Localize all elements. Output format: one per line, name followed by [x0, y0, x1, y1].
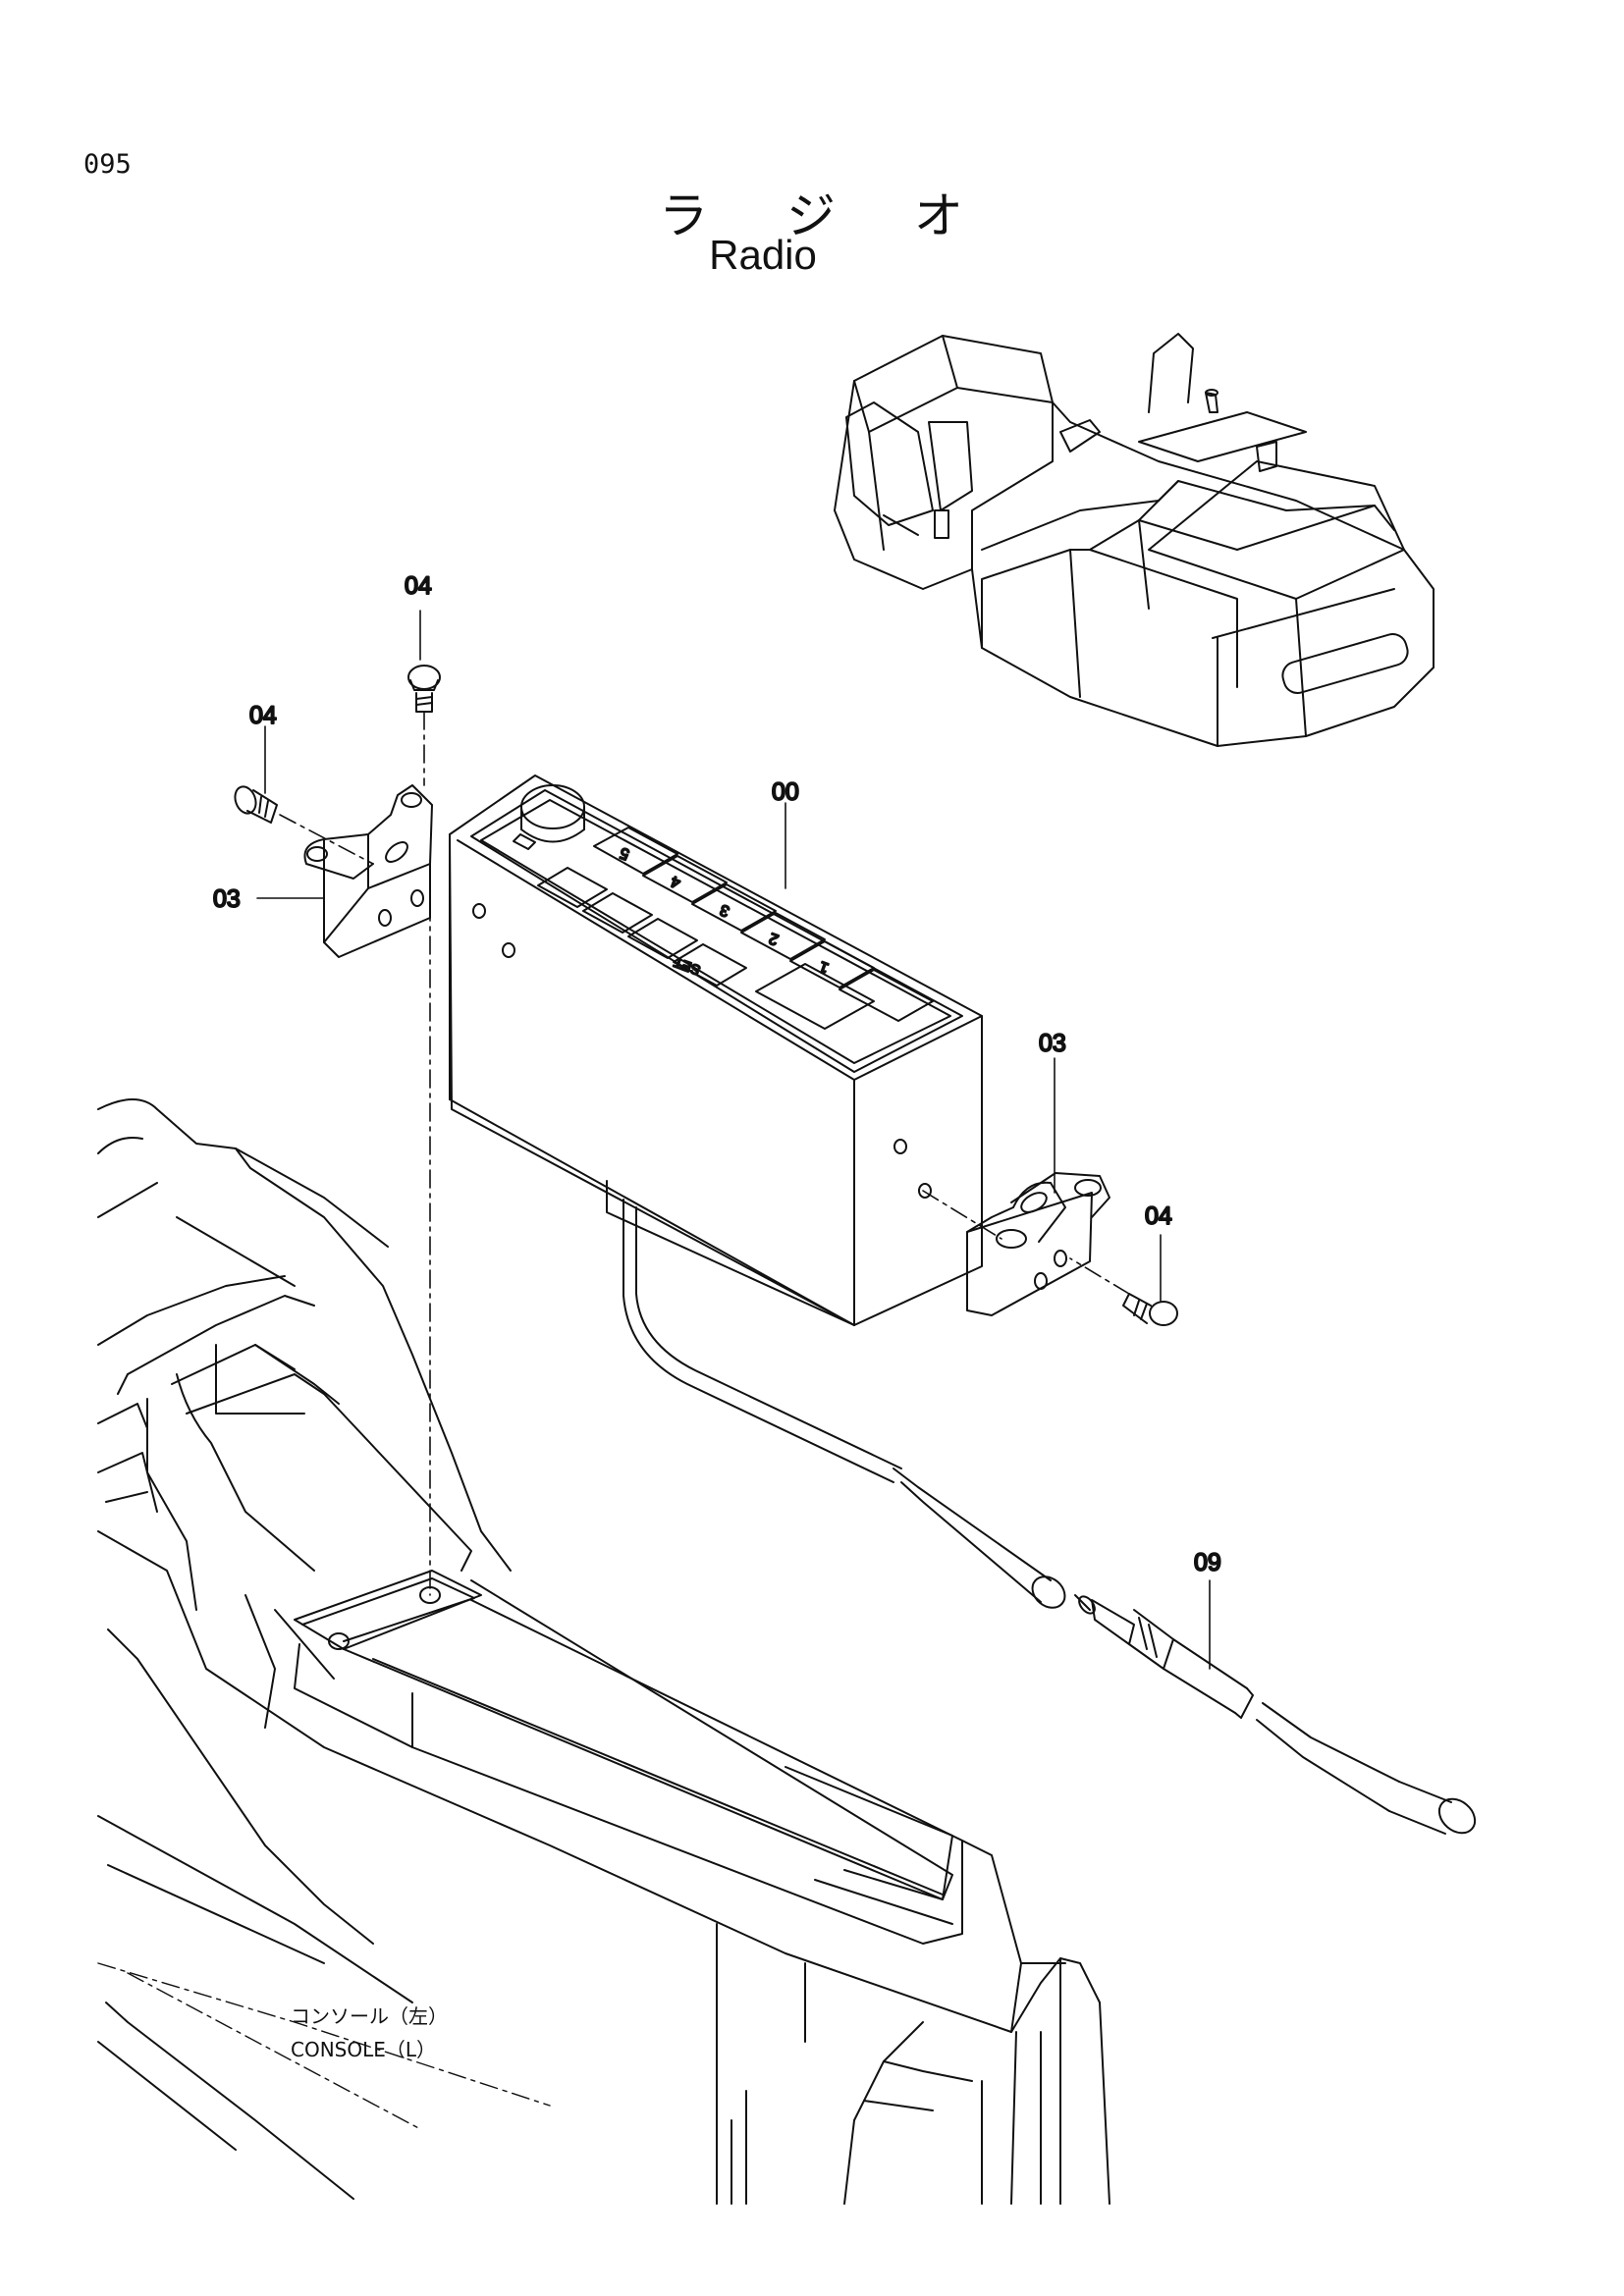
button-label: 3 — [718, 901, 731, 920]
page-number: 095 — [83, 149, 132, 180]
title-japanese: ラ ジ オ — [0, 177, 1624, 247]
title-jp-char: ラ — [659, 187, 711, 244]
radio-button-labels: 5 4 3 2 1 SET — [617, 843, 832, 980]
callout-screw-right: 04 — [1145, 1202, 1172, 1230]
callout-bracket-left: 03 — [213, 885, 241, 913]
console-centerlines — [97, 1962, 551, 2131]
button-label: 5 — [618, 844, 631, 863]
button-label: 4 — [669, 873, 682, 891]
assembly-centerlines — [279, 711, 1130, 1596]
bracket-left — [303, 784, 433, 958]
preset-buttons — [593, 827, 934, 1022]
callout-bracket-right: 03 — [1039, 1030, 1066, 1057]
screw-left — [234, 785, 278, 824]
callout-screw-top: 04 — [405, 572, 432, 600]
title-english: Radio — [709, 232, 817, 278]
console-left — [97, 1098, 1110, 2205]
radio-unit — [449, 774, 983, 1483]
callout-screw-left: 04 — [249, 702, 277, 729]
console-label-en: CONSOLE（L） — [291, 2038, 437, 2061]
title-jp-char: オ — [913, 187, 965, 244]
console-label-jp: コンソール（左） — [291, 2004, 448, 2028]
antenna-cable — [893, 1468, 1477, 1835]
callout-radio-unit: 00 — [772, 778, 799, 806]
excavator-locator-illustration — [834, 333, 1435, 747]
title-jp-char: ジ — [786, 187, 838, 244]
button-label: 1 — [817, 958, 831, 977]
screw-right — [1122, 1293, 1178, 1326]
callout-antenna-cable: 09 — [1194, 1549, 1221, 1576]
leader-lines — [256, 610, 1211, 1670]
button-label: SET — [672, 954, 702, 979]
callout-labels: 04 04 03 00 03 04 09 — [212, 571, 1222, 1577]
bracket-right — [966, 1172, 1110, 1316]
screw-top — [407, 665, 441, 713]
button-label: 2 — [767, 930, 781, 948]
